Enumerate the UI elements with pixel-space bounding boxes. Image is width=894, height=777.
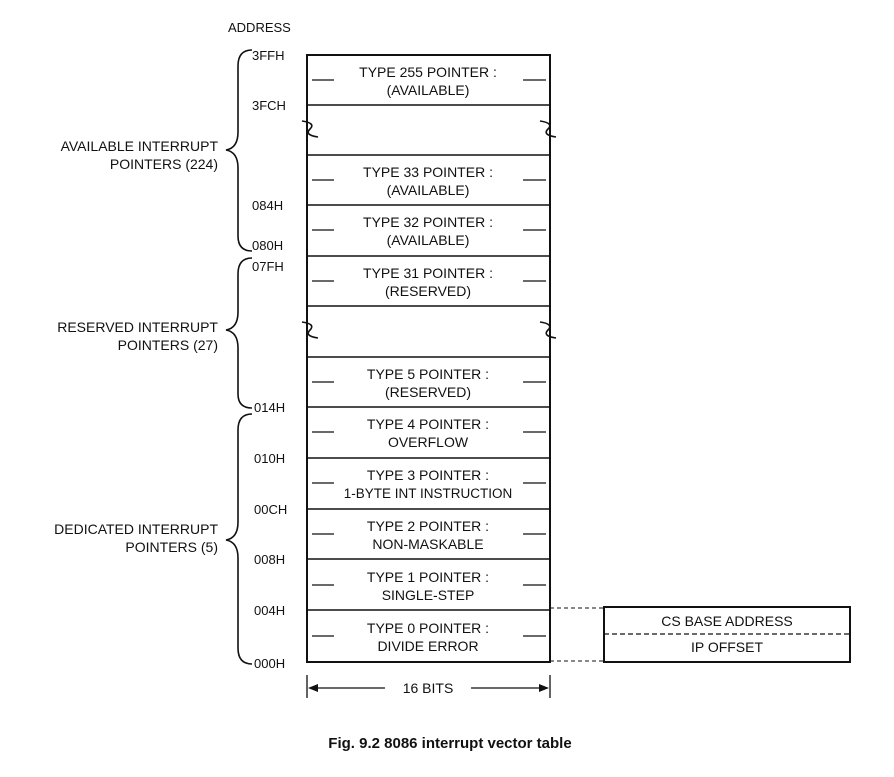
detail-ip-offset: IP OFFSET xyxy=(691,639,764,655)
cell-type-31-line1: TYPE 31 POINTER : xyxy=(363,265,493,281)
cell-type-4-line1: TYPE 4 POINTER : xyxy=(367,416,489,432)
width-arrow-right xyxy=(539,684,549,692)
figure-caption: Fig. 9.2 8086 interrupt vector table xyxy=(328,735,571,752)
cell-type-3-line2: 1-BYTE INT INSTRUCTION xyxy=(344,486,513,501)
group-reserved-line1: RESERVED INTERRUPT xyxy=(57,319,218,335)
address-3ffh: 3FFH xyxy=(252,48,285,63)
break-mark xyxy=(539,321,557,339)
word-ticks xyxy=(312,79,546,637)
break-mark xyxy=(301,120,319,138)
detail-leaders xyxy=(550,607,604,662)
address-00ch: 00CH xyxy=(254,502,287,517)
cell-type-32-line1: TYPE 32 POINTER : xyxy=(363,214,493,230)
cell-labels: TYPE 255 POINTER : (AVAILABLE) TYPE 33 P… xyxy=(344,64,513,654)
group-available-line1: AVAILABLE INTERRUPT xyxy=(61,138,219,154)
group-available-line2: POINTERS (224) xyxy=(110,156,218,172)
group-labels: AVAILABLE INTERRUPT POINTERS (224) RESER… xyxy=(54,138,218,555)
group-braces xyxy=(225,49,253,665)
cell-type-5-line2: (RESERVED) xyxy=(385,384,471,400)
width-dimension xyxy=(306,675,551,698)
address-labels: 3FFH 3FCH 084H 080H 07FH 014H 010H 00CH … xyxy=(252,48,287,671)
brace-available xyxy=(225,49,253,252)
cell-type-0-line2: DIVIDE ERROR xyxy=(377,638,478,654)
cell-type-33-line2: (AVAILABLE) xyxy=(387,182,470,198)
address-014h: 014H xyxy=(254,400,285,415)
break-mark xyxy=(539,120,557,138)
cell-type-2-line2: NON-MASKABLE xyxy=(372,536,483,552)
detail-cs-base-address: CS BASE ADDRESS xyxy=(661,613,793,629)
cell-type-2-line1: TYPE 2 POINTER : xyxy=(367,518,489,534)
address-080h: 080H xyxy=(252,238,283,253)
cell-type-5-line1: TYPE 5 POINTER : xyxy=(367,366,489,382)
group-reserved-line2: POINTERS (27) xyxy=(118,337,218,353)
address-header: ADDRESS xyxy=(228,20,291,35)
cell-type-31-line2: (RESERVED) xyxy=(385,283,471,299)
cell-type-33-line1: TYPE 33 POINTER : xyxy=(363,164,493,180)
cell-type-255-line2: (AVAILABLE) xyxy=(387,82,470,98)
cell-type-4-line2: OVERFLOW xyxy=(388,434,469,450)
brace-reserved xyxy=(225,257,253,409)
cell-type-3-line1: TYPE 3 POINTER : xyxy=(367,467,489,483)
address-3fch: 3FCH xyxy=(252,98,286,113)
group-dedicated-line1: DEDICATED INTERRUPT xyxy=(54,521,218,537)
address-010h: 010H xyxy=(254,451,285,466)
table-border xyxy=(306,54,551,663)
address-008h: 008H xyxy=(254,552,285,567)
cell-type-1-line2: SINGLE-STEP xyxy=(382,587,475,603)
row-boundaries xyxy=(307,104,550,611)
cell-type-0-line1: TYPE 0 POINTER : xyxy=(367,620,489,636)
cell-type-1-line1: TYPE 1 POINTER : xyxy=(367,569,489,585)
address-07fh: 07FH xyxy=(252,259,284,274)
group-dedicated-line2: POINTERS (5) xyxy=(125,539,218,555)
address-084h: 084H xyxy=(252,198,283,213)
width-label: 16 BITS xyxy=(403,680,454,696)
break-mark xyxy=(301,321,319,339)
cell-type-255-line1: TYPE 255 POINTER : xyxy=(359,64,497,80)
width-arrow-left xyxy=(308,684,318,692)
brace-dedicated xyxy=(225,413,253,665)
cell-type-32-line2: (AVAILABLE) xyxy=(387,232,470,248)
address-000h: 000H xyxy=(254,656,285,671)
address-004h: 004H xyxy=(254,603,285,618)
break-marks xyxy=(301,120,557,339)
